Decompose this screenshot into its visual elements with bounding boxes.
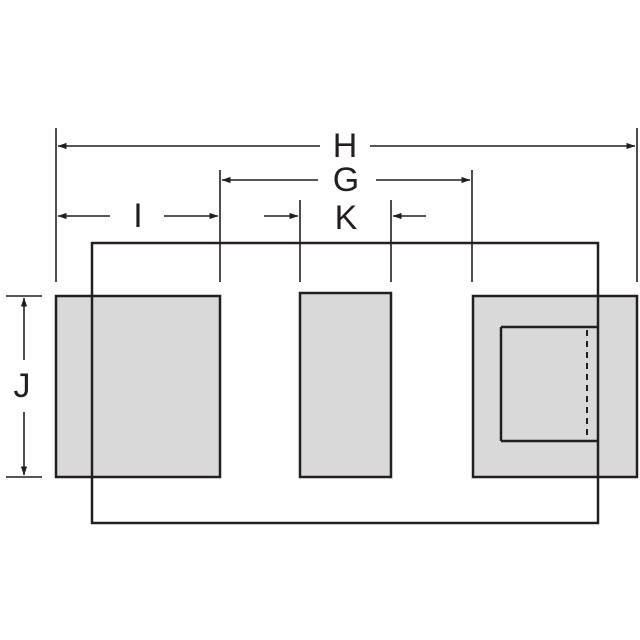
dimension-label-k: K xyxy=(335,199,358,237)
dimension-label-h: H xyxy=(333,127,358,165)
pad-left xyxy=(54,294,222,479)
pad-center xyxy=(298,291,393,479)
dimension-label-g: G xyxy=(333,161,359,199)
pad-right xyxy=(471,294,639,479)
dimension-label-j: J xyxy=(14,367,31,405)
dimension-label-i: I xyxy=(133,197,142,235)
component-body-outline xyxy=(90,241,600,525)
